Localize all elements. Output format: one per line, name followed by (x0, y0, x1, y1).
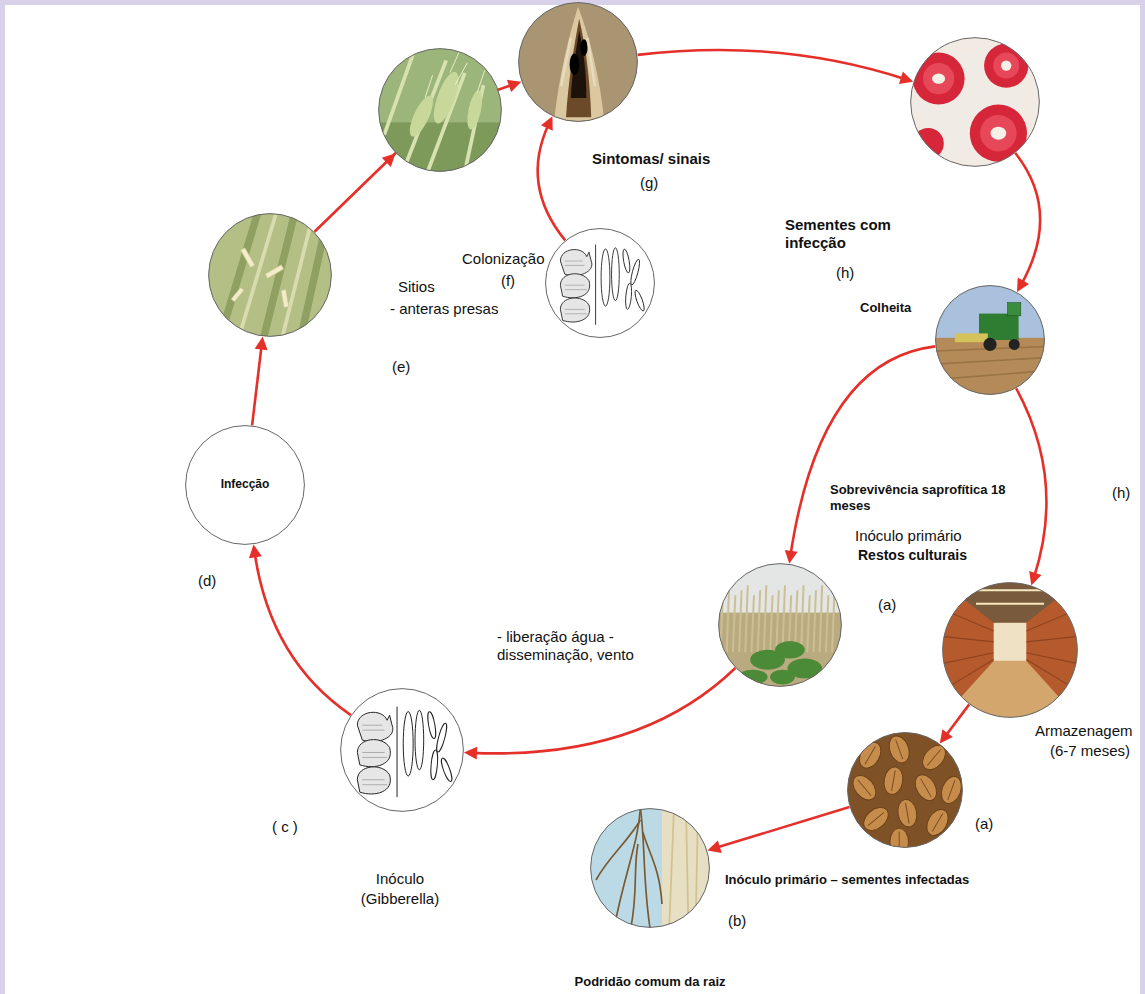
arrow-line (790, 346, 935, 555)
stage-label: Inóculo (376, 870, 424, 888)
stage-circle: Inóculo primárioRestos culturais(a) (718, 563, 842, 687)
stage-circle: Inóculo primário – sementes infectadas(a… (847, 732, 963, 848)
cycle-arrow (1015, 153, 1040, 292)
arrow-head (940, 729, 953, 743)
stage-circle: Infecção(d) (185, 425, 305, 545)
cycle-arrow (249, 544, 351, 715)
arrow-head (541, 116, 553, 131)
cycle-arrow (707, 807, 849, 853)
stage-illustration (942, 582, 1078, 718)
cycle-arrow (464, 668, 736, 760)
wheat-head-photo (378, 48, 502, 172)
stage-label: Armazenagem (1035, 722, 1133, 740)
stage-label: Colheita (860, 300, 911, 316)
arrow-head (1029, 571, 1041, 585)
arrow-head (255, 337, 268, 351)
stage-illustration (340, 688, 464, 812)
cycle-arrow (252, 337, 268, 426)
arrow-head (899, 72, 913, 84)
stage-illustration (847, 732, 963, 848)
arrow-head (249, 544, 262, 558)
stage-label: (6-7 meses) (1050, 742, 1130, 760)
stage-label: (e) (392, 358, 410, 376)
cycle-arrow (638, 50, 914, 84)
stage-circle: Armazenagem(6-7 meses) (942, 582, 1078, 718)
arrow-line (472, 668, 736, 753)
stage-illustration (935, 285, 1045, 395)
stage-circle: Sitios- anteras presas(e) (208, 213, 332, 337)
stage-label: ( c ) (272, 818, 298, 836)
stage-label: Sintomas/ sinais (592, 150, 710, 168)
stage-illustration (718, 563, 842, 687)
cycle-arrow (940, 704, 969, 743)
arrow-line (538, 124, 566, 241)
arrow-line (252, 345, 262, 426)
stage-illustration (910, 37, 1040, 167)
stage-circle: (b)Podridão comum da raiz (590, 808, 710, 928)
arrow-label: - liberação água - disseminação, vento (495, 628, 669, 664)
arrow-line (1015, 153, 1040, 285)
stage-label: (d) (198, 572, 216, 590)
arrow-line (638, 50, 906, 79)
stage-illustration (545, 228, 655, 338)
arrow-line (255, 552, 351, 715)
stage-label: - anteras presas (390, 300, 498, 318)
stage-label: Sitios (398, 278, 435, 296)
arrow-line (1016, 388, 1046, 578)
stage-circle: Colheita(h) (935, 285, 1045, 395)
stage-label: (b) (728, 912, 746, 930)
stage-illustration (208, 213, 332, 337)
arrow-label: Sobrevivência saprofítica 18 meses (828, 482, 1017, 513)
stage-label: (h) (1112, 484, 1130, 502)
arrow-head (464, 747, 477, 760)
stage-illustration (518, 2, 638, 122)
stage-label: (a) (975, 815, 993, 833)
stage-label: Inóculo primário – sementes infectadas (725, 872, 969, 888)
arrow-head (785, 550, 798, 564)
arrow-line (715, 807, 850, 848)
stage-label: (h) (836, 264, 854, 282)
arrow-head (507, 80, 521, 92)
stage-circle: Colonização(f) (545, 228, 655, 338)
arrow-head (1017, 278, 1029, 293)
stage-label: Inóculo primário (855, 527, 962, 545)
arrow-head (382, 153, 396, 167)
stage-label: Sementes com infecção (785, 216, 907, 252)
stage-label: Restos culturais (858, 547, 967, 564)
stage-label: (f) (501, 272, 515, 290)
arrow-head (707, 840, 721, 853)
cycle-arrow (1016, 388, 1046, 585)
stage-label: (g) (640, 174, 658, 192)
stage-circle: ( c )Inóculo(Gibberella) (340, 688, 464, 812)
stage-label: Colonização (462, 250, 545, 268)
stage-illustration (590, 808, 710, 928)
stage-label: (a) (878, 596, 896, 614)
stage-circle: Sintomas/ sinais(g) (518, 2, 638, 122)
stage-circle: Sementes com infecção(h) (910, 37, 1040, 167)
stage-label: Podridão comum da raiz (575, 974, 726, 990)
stage-label: Infecção (221, 477, 270, 491)
stage-label: (Gibberella) (361, 890, 439, 908)
arrow-line (945, 704, 970, 737)
cycle-arrow (538, 116, 566, 240)
